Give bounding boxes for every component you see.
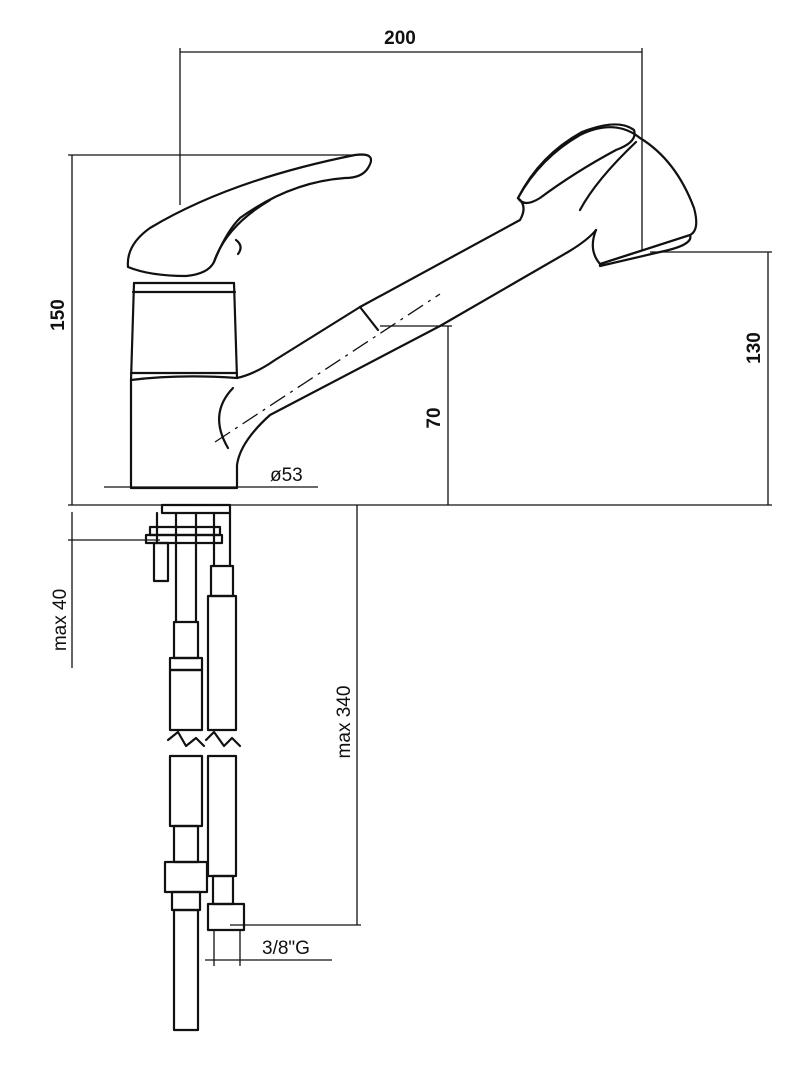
hose-right-upper — [206, 564, 238, 732]
hose-left-upper — [168, 620, 204, 732]
dim-height-label: 150 — [48, 299, 69, 331]
hose-left-lower — [163, 754, 209, 1032]
dim-spout-height-label: 130 — [744, 332, 765, 364]
grip-pad — [516, 123, 636, 205]
break-marks — [166, 730, 242, 748]
mounting-assembly — [144, 503, 232, 624]
dim-thread-label: 3/8"G — [262, 938, 310, 959]
dim-width-label: 200 — [384, 28, 416, 49]
dim-max-thickness-label: max 40 — [50, 589, 71, 651]
faucet-body — [126, 123, 698, 490]
dim-diameter-label: ø53 — [270, 465, 303, 486]
hose-right-lower — [206, 754, 246, 932]
dim-spout-base-label: 70 — [424, 407, 445, 428]
dim-max-hose-label: max 340 — [334, 686, 355, 759]
